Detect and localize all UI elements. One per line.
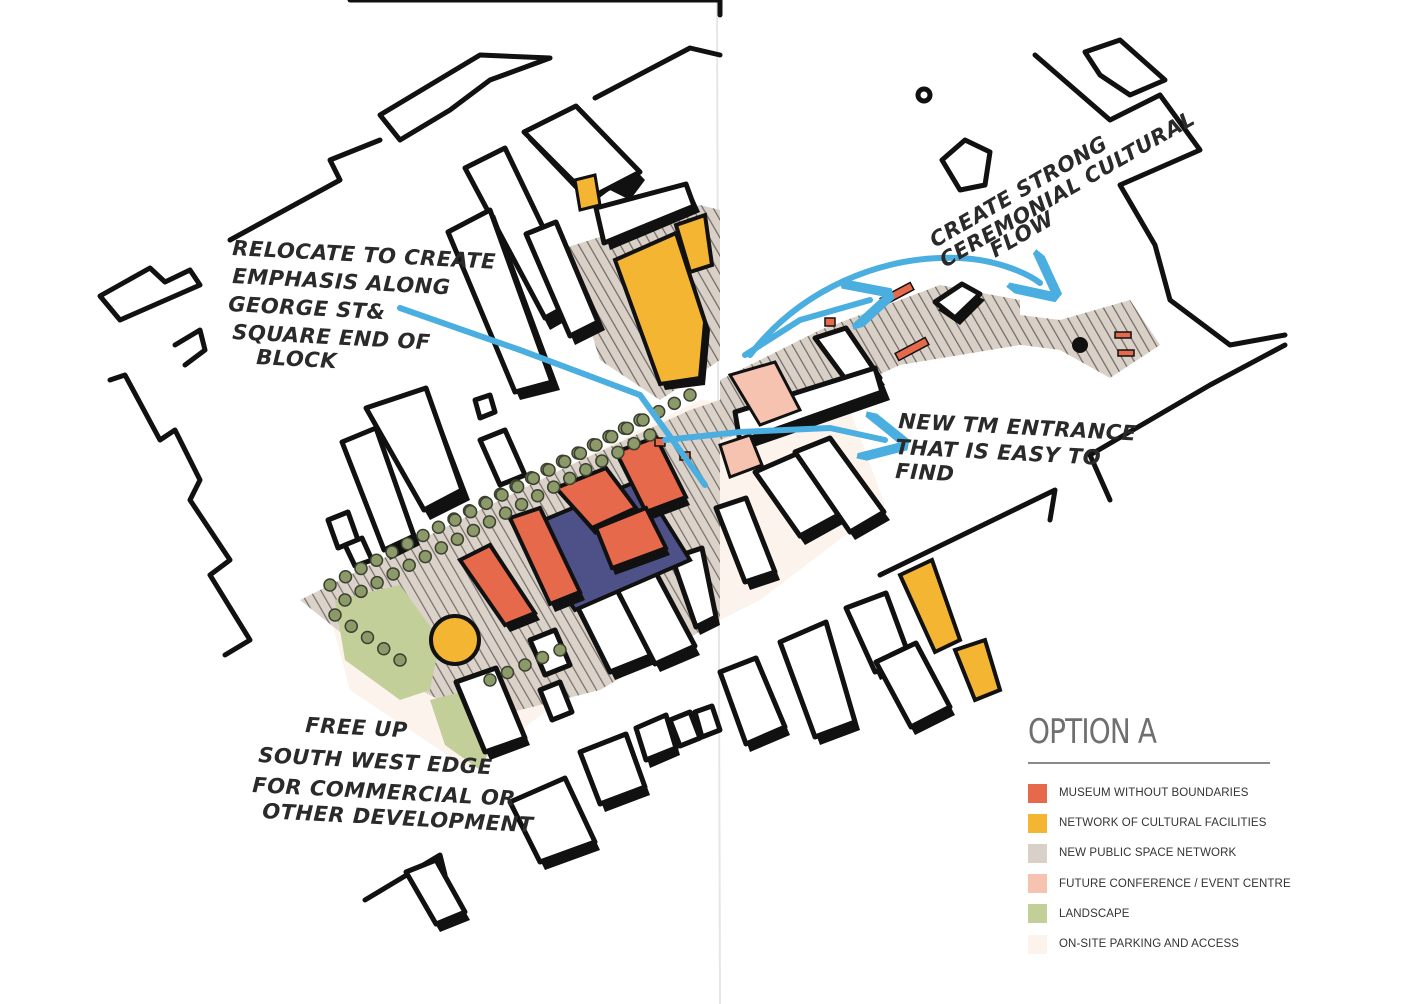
tree-icon <box>483 673 497 687</box>
tree-icon <box>514 497 529 512</box>
legend-label: FUTURE CONFERENCE / EVENT CENTRE <box>1059 877 1291 890</box>
arrow-cultural-flow <box>747 258 1040 358</box>
tree-icon <box>369 553 384 567</box>
tree-icon <box>589 438 603 452</box>
tree-icon <box>416 528 430 543</box>
legend-item: NETWORK OF CULTURAL FACILITIES <box>1028 808 1291 838</box>
tree-icon <box>495 488 509 502</box>
legend-item: NEW PUBLIC SPACE NETWORK <box>1028 838 1291 868</box>
tree-icon <box>434 541 449 555</box>
tree-icon <box>463 504 478 519</box>
legend-label: LANDSCAPE <box>1059 907 1130 920</box>
cultural-flow-path <box>940 300 1160 378</box>
cultural-buildings <box>429 173 1003 703</box>
legend-swatch <box>1028 904 1047 924</box>
legend-label: NEW PUBLIC SPACE NETWORK <box>1059 847 1237 860</box>
tree-icon <box>354 584 368 599</box>
arrow-tm-entrance <box>662 428 885 440</box>
conference-buildings <box>718 360 803 479</box>
legend-item: MUSEUM WITHOUT BOUNDARIES <box>1028 778 1291 808</box>
tree-icon <box>448 513 462 527</box>
tree-icon <box>579 462 593 477</box>
tree-icon <box>526 471 541 486</box>
legend-label: NETWORK OF CULTURAL FACILITIES <box>1059 817 1267 830</box>
legend-list: MUSEUM WITHOUT BOUNDARIES NETWORK OF CUL… <box>1028 778 1291 959</box>
tree-icon <box>354 561 368 576</box>
tree-icon <box>535 650 550 665</box>
tree-icon <box>450 532 465 546</box>
tree-icon <box>542 463 556 477</box>
tree-icon <box>595 454 609 468</box>
tree-icon <box>344 619 358 633</box>
tree-icon <box>400 537 415 551</box>
annotation-line: FREE UP <box>305 713 409 742</box>
tree-icon <box>360 630 375 645</box>
tree-icon <box>323 578 337 592</box>
tree-icon <box>667 396 682 411</box>
tree-icon <box>518 658 532 672</box>
street-outlines <box>97 0 1288 903</box>
tree-icon <box>611 445 625 460</box>
legend-swatch <box>1028 874 1047 894</box>
tree-icon <box>385 545 399 559</box>
tree-icon <box>338 570 353 584</box>
tree-icon <box>636 413 650 427</box>
tree-icon <box>377 642 391 656</box>
legend-item: FUTURE CONFERENCE / EVENT CENTRE <box>1028 869 1291 899</box>
tree-icon <box>557 454 572 469</box>
legend-swatch <box>1028 783 1047 803</box>
landmark-node <box>1072 337 1088 353</box>
tree-icon <box>604 429 619 444</box>
tree-icon <box>643 428 657 442</box>
tree-icon <box>338 593 352 607</box>
tree-icon <box>546 480 561 494</box>
legend-swatch <box>1028 813 1047 833</box>
annotation-line: FIND <box>895 459 955 486</box>
tree-icon <box>498 506 513 520</box>
tree-icon <box>530 489 545 503</box>
tree-icon <box>328 608 342 622</box>
tree-icon <box>510 479 525 494</box>
tree-icon <box>370 575 384 590</box>
tree-icon <box>683 388 697 402</box>
legend-title: OPTION A <box>1028 712 1157 752</box>
tree-rows <box>323 388 697 687</box>
tree-icon <box>627 436 641 451</box>
annotation-relocate: RELOCATE TO CREATE EMPHASIS ALONG GEORGE… <box>228 236 497 373</box>
legend-item: ON-SITE PARKING AND ACCESS <box>1028 929 1291 959</box>
tree-icon <box>573 446 588 461</box>
legend-label: ON-SITE PARKING AND ACCESS <box>1059 938 1240 951</box>
legend-swatch <box>1028 934 1047 954</box>
annotation-line: GEORGE ST& <box>228 292 386 324</box>
tree-icon <box>431 520 446 534</box>
tree-icon <box>479 496 494 511</box>
tree-icon <box>620 421 635 436</box>
tree-icon <box>562 471 577 486</box>
landscape-area <box>335 585 440 700</box>
legend-label: MUSEUM WITHOUT BOUNDARIES <box>1059 787 1249 800</box>
tree-icon <box>402 558 416 573</box>
tree-icon <box>386 567 400 581</box>
buildings <box>325 86 1088 932</box>
tree-icon <box>466 523 481 538</box>
tree-icon <box>553 643 567 657</box>
tree-icon <box>500 665 515 680</box>
tree-icon <box>482 515 497 529</box>
legend-item: LANDSCAPE <box>1028 899 1291 929</box>
flow-arrows <box>397 258 1040 488</box>
legend-divider <box>1028 762 1270 764</box>
tree-icon <box>393 653 407 667</box>
legend-swatch <box>1028 843 1047 863</box>
tree-icon <box>418 549 433 564</box>
annotation-line: BLOCK <box>256 345 339 373</box>
